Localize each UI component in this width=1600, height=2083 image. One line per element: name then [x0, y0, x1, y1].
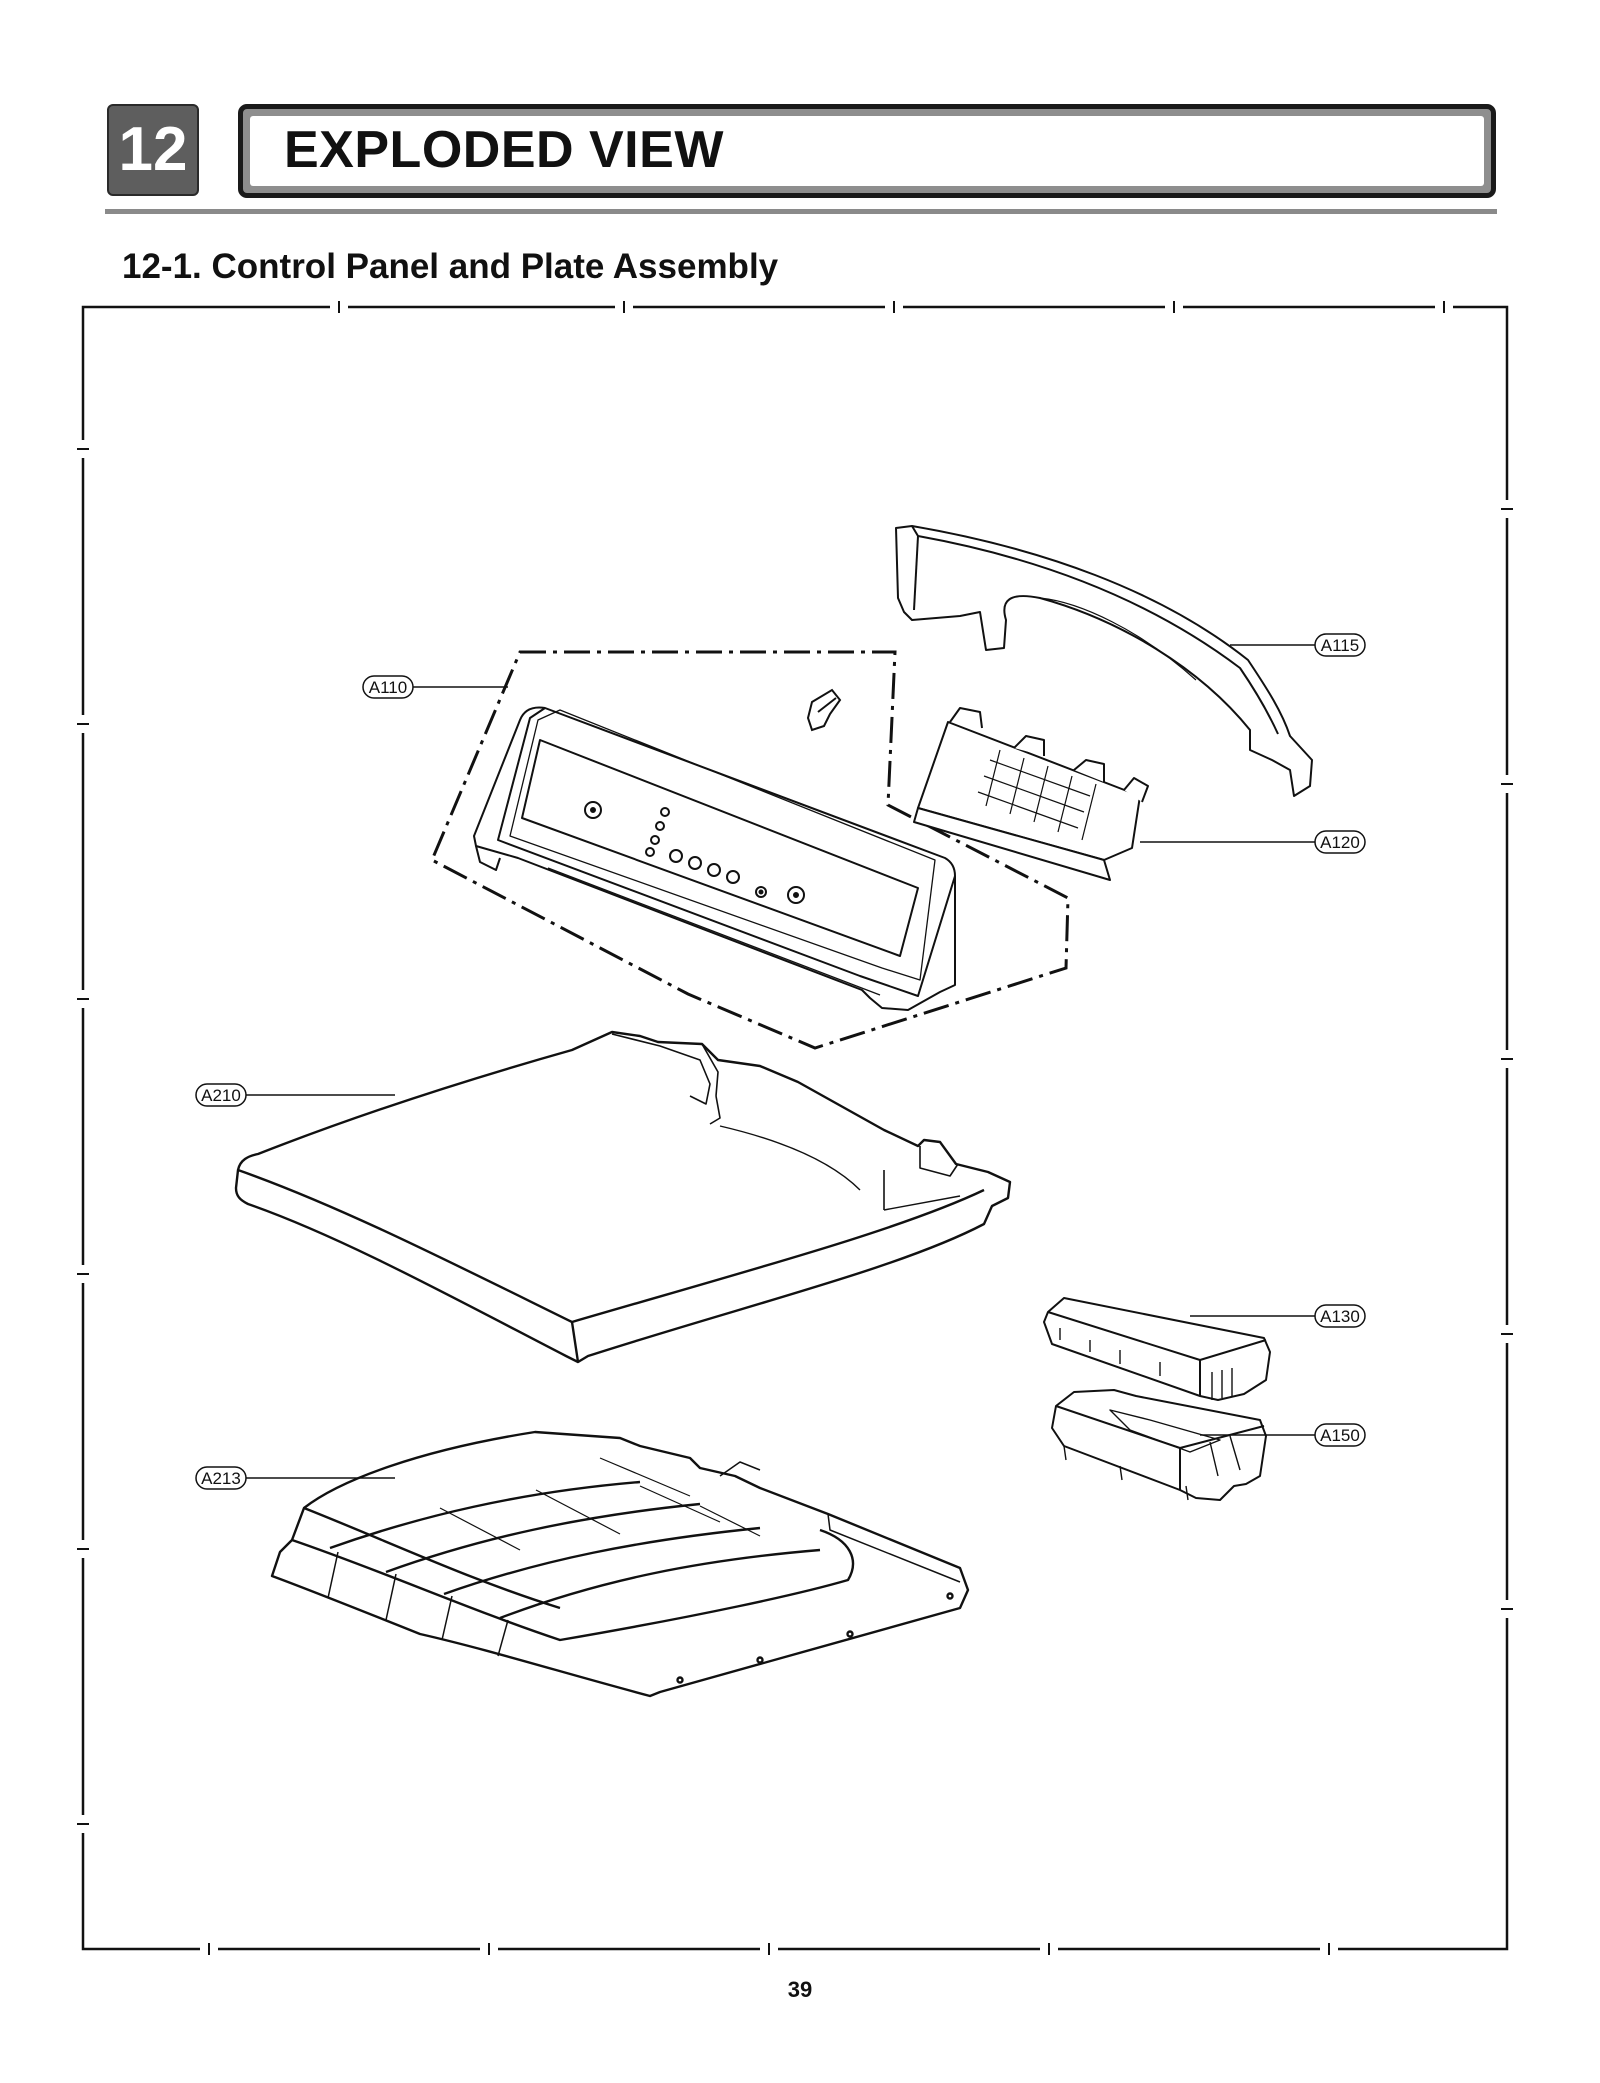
a130-control-box: [1043, 1297, 1271, 1401]
section-number-badge: 12: [107, 104, 199, 196]
callout-a115: A115: [1314, 633, 1366, 657]
a150-box-cover: [1051, 1389, 1267, 1501]
part-label-a130: A130: [1320, 1307, 1360, 1326]
a115-rear-frame: [895, 525, 1313, 797]
callout-a150: A150: [1314, 1423, 1366, 1447]
section-title: EXPLODED VIEW: [284, 121, 724, 179]
diagram-frame: [81, 305, 1509, 1951]
part-label-a210: A210: [201, 1086, 241, 1105]
part-label-a115: A115: [1321, 636, 1359, 655]
part-label-a150: A150: [1320, 1426, 1360, 1445]
a110-control-panel: [473, 706, 956, 1011]
section-title-frame: EXPLODED VIEW: [250, 116, 1484, 186]
callout-a110: A110: [362, 675, 414, 699]
clip-part: [806, 688, 842, 732]
a120-switch-pcb: [913, 707, 1149, 881]
callout-a210: A210: [195, 1083, 247, 1107]
callout-a130: A130: [1314, 1304, 1366, 1328]
callout-a213: A213: [195, 1466, 247, 1490]
section-title-banner: EXPLODED VIEW: [238, 104, 1496, 198]
leader-lines: [246, 644, 1315, 1479]
header-rule: [105, 209, 1497, 214]
frame-ticks: [77, 301, 1513, 1955]
subsection-title: 12-1. Control Panel and Plate Assembly: [122, 247, 779, 286]
page-number: 39: [787, 1977, 813, 2002]
part-label-a213: A213: [201, 1469, 241, 1488]
part-label-a120: A120: [1320, 833, 1360, 852]
a213-bottom-plate: [270, 1430, 970, 1698]
a110-assembly-boundary: [430, 650, 1070, 1050]
callout-a120: A120: [1314, 830, 1366, 854]
part-label-a110: A110: [369, 678, 407, 697]
a210-top-plate: [234, 1030, 1012, 1364]
